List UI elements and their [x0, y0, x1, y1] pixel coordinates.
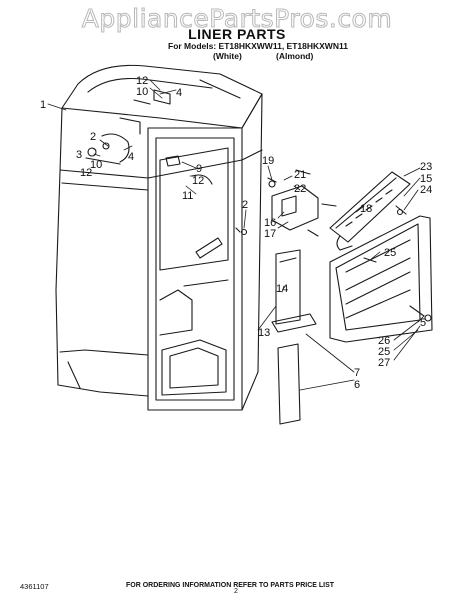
air-duct [271, 249, 317, 425]
callout: 12 [192, 175, 204, 187]
callout: 10 [136, 86, 148, 98]
page-title: LINER PARTS [188, 26, 286, 42]
document-number: 4361107 [20, 582, 49, 591]
model-numbers: For Models: ET18HKXWW11, ET18HKXWN11 [168, 41, 348, 51]
callout: 18 [360, 203, 372, 215]
ordering-note: FOR ORDERING INFORMATION REFER TO PARTS … [126, 582, 335, 589]
callout: 17 [264, 228, 276, 240]
callout: 7 [354, 367, 360, 379]
variant-almond: (Almond) [276, 51, 314, 61]
callout: 5 [420, 317, 426, 329]
page-number: 2 [234, 588, 238, 595]
callout: 4 [176, 87, 182, 99]
callout: 9 [196, 163, 202, 175]
callout: 25 [384, 247, 396, 259]
callout: 26 [378, 335, 390, 347]
callout: 6 [354, 379, 360, 391]
callout: 27 [378, 357, 390, 369]
evaporator-cover [329, 215, 433, 343]
callout: 15 [420, 173, 432, 185]
vent-cover [329, 171, 411, 251]
callout: 1 [40, 99, 46, 111]
callout: 25 [378, 346, 390, 358]
callout: 2 [242, 199, 248, 211]
variant-white: (White) [213, 51, 242, 61]
callout: 14 [276, 283, 288, 295]
callout: 3 [76, 149, 82, 161]
callout-labels: 1 12 10 4 4 2 12 10 3 9 12 11 2 19 21 22… [40, 75, 432, 391]
callout: 16 [264, 217, 276, 229]
callout: 12 [80, 167, 92, 179]
leader-lines [47, 79, 425, 391]
liner-cabinet [55, 64, 263, 411]
callout: 12 [136, 75, 148, 87]
callout: 23 [420, 161, 432, 173]
callout: 11 [182, 190, 193, 202]
callout: 21 [294, 169, 306, 181]
callout: 22 [294, 183, 306, 195]
callout: 24 [420, 184, 432, 196]
callout: 2 [90, 131, 96, 143]
watermark: AppliancePartsPros.com [81, 4, 393, 34]
callout: 19 [262, 155, 274, 167]
callout: 10 [90, 159, 102, 171]
callout: 4 [128, 151, 134, 163]
callout: 13 [258, 327, 270, 339]
